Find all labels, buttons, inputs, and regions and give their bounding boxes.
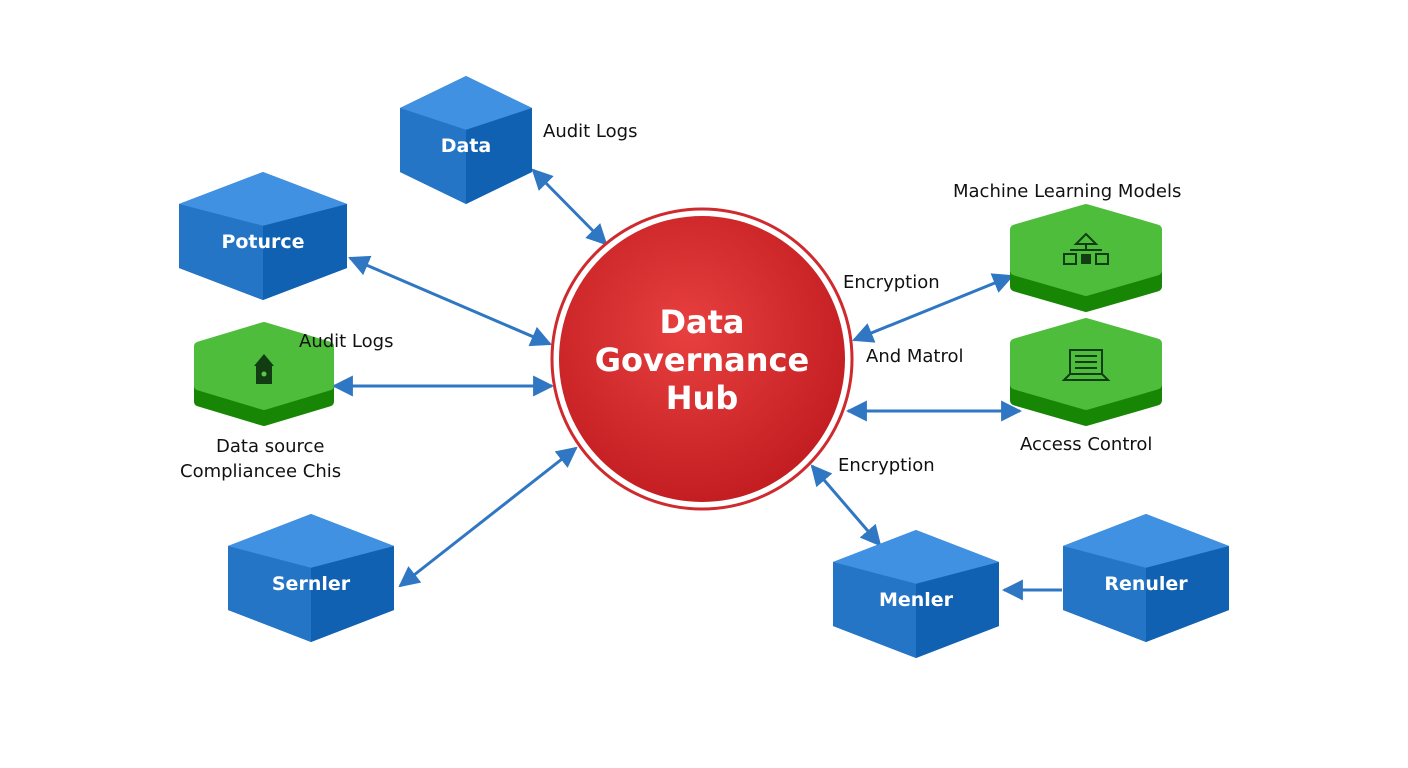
node-menler-label: Menler (879, 589, 954, 611)
node-renuler-right-face (1146, 546, 1229, 642)
org-chart-icon-box-left (1063, 253, 1077, 265)
label-encryption-bottom: Encryption (838, 455, 935, 476)
label-access-control: Access Control (1020, 434, 1152, 455)
document-icon-base (1061, 373, 1111, 381)
node-poturce-label: Poturce (221, 231, 304, 253)
label-encryption-top: Encryption (843, 272, 940, 293)
arrow-hub-menler (810, 464, 882, 547)
node-menler-right-face (916, 562, 999, 658)
node-sernler-top-face (228, 514, 394, 568)
label-audit-logs-left: Audit Logs (299, 331, 393, 352)
node-data-top-face (400, 76, 532, 130)
hub-title-line-3: Hub (666, 379, 738, 417)
connector-arrows (331, 168, 1062, 601)
node-data-left-face (400, 108, 466, 204)
org-chart-icon-box-right (1095, 253, 1109, 265)
nodes: Data Poturce Sernler Menler Renuler (179, 76, 1229, 658)
node-ml-models[interactable] (1010, 204, 1162, 312)
node-poturce[interactable]: Poturce (179, 172, 347, 300)
label-data-source: Data source (216, 436, 324, 457)
node-data[interactable]: Data (400, 76, 532, 204)
document-icon (1061, 349, 1111, 381)
hub-title-line-2: Governance (595, 341, 809, 379)
node-sernler[interactable]: Sernler (228, 514, 394, 642)
node-renuler-left-face (1063, 546, 1146, 642)
node-data-label: Data (441, 135, 492, 157)
label-and-matrol: And Matrol (866, 346, 964, 367)
node-menler[interactable]: Menler (833, 530, 999, 658)
node-renuler-top-face (1063, 514, 1229, 568)
node-menler-left-face (833, 562, 916, 658)
node-poturce-left-face (179, 204, 263, 300)
node-renuler[interactable]: Renuler (1063, 514, 1229, 642)
arrow-hub-ml (852, 273, 1014, 343)
lock-icon (254, 354, 274, 384)
node-access-control[interactable] (1010, 318, 1162, 426)
hub-circle (559, 216, 845, 502)
arrow-data-hub (531, 168, 608, 246)
node-poturce-right-face (263, 204, 347, 300)
node-menler-top-face (833, 530, 999, 584)
arrow-poturce-hub (348, 255, 552, 347)
node-audit-lock[interactable] (194, 322, 334, 426)
node-sernler-label: Sernler (272, 573, 351, 595)
org-chart-icon (1063, 232, 1109, 265)
lock-icon-roof (254, 354, 274, 366)
node-data-right-face (466, 108, 532, 204)
hub-title-line-1: Data (659, 303, 744, 341)
lock-icon-keyhole (261, 371, 267, 377)
label-machine-learning-models: Machine Learning Models (953, 181, 1181, 202)
node-access-top (1010, 318, 1162, 410)
org-chart-icon-box-mid (1081, 254, 1091, 264)
arrow-sernler-hub (398, 446, 578, 588)
node-sernler-left-face (228, 546, 311, 642)
node-renuler-label: Renuler (1104, 573, 1188, 595)
label-audit-logs-top: Audit Logs (543, 121, 637, 142)
node-sernler-right-face (311, 546, 394, 642)
label-compliance: Compliancеe Chis (180, 461, 341, 482)
node-poturce-top-face (179, 172, 347, 226)
labels: Audit Logs Machine Learning Models Encry… (180, 121, 1181, 482)
hub: Data Governance Hub (550, 207, 854, 511)
